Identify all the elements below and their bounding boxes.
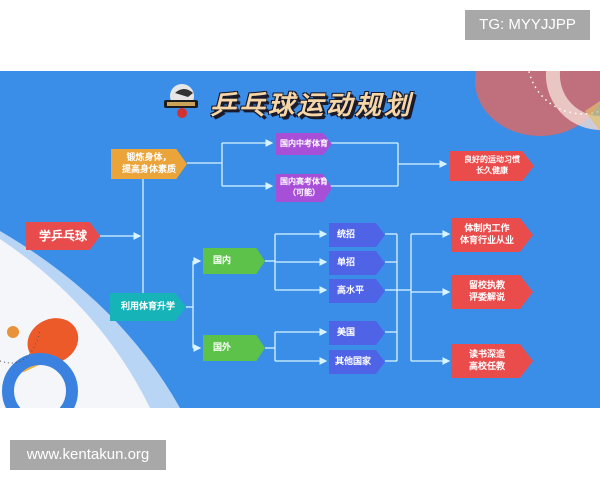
- node-career-1: 体制内工作 体育行业从业: [451, 218, 533, 252]
- node-habit-line1: 良好的运动习惯: [464, 155, 520, 165]
- node-danzhao-label: 单招: [337, 257, 356, 268]
- eagle-pingpong-logo-icon: [164, 84, 198, 118]
- watermark-bottom: www.kentakun.org: [10, 440, 166, 470]
- node-tongzhao: 统招: [329, 223, 385, 247]
- node-start-label: 学乒乓球: [38, 228, 87, 243]
- decoration-shapes: [0, 71, 600, 408]
- node-admission-label: 利用体育升学: [120, 301, 175, 312]
- diagram-canvas: 乒乓球运动规划: [0, 71, 600, 408]
- node-tongzhao-label: 统招: [337, 229, 356, 240]
- node-usa: 美国: [329, 321, 385, 345]
- node-zhongkao: 国内中考体育: [276, 133, 332, 155]
- node-start: 学乒乓球: [26, 222, 100, 250]
- node-career-3-line1: 读书深造: [468, 349, 505, 360]
- node-career-2-line2: 评委解说: [468, 293, 505, 303]
- diagram-title: 乒乓球运动规划: [210, 91, 414, 121]
- node-usa-label: 美国: [337, 327, 356, 338]
- node-gaokao-line1: 国内高考体育: [280, 177, 328, 187]
- node-gaoshuiping: 高水平: [329, 279, 385, 303]
- node-career-3: 读书深造 高校任教: [451, 344, 533, 378]
- node-gaokao: 国内高考体育 （可能）: [276, 174, 332, 202]
- node-abroad: 国外: [203, 335, 265, 361]
- node-zhongkao-label: 国内中考体育: [280, 138, 328, 148]
- node-habit-line2: 长久健康: [476, 166, 508, 175]
- watermark-top: TG: MYYJJPP: [465, 10, 590, 40]
- node-gaokao-line2: （可能）: [288, 188, 320, 197]
- node-danzhao: 单招: [329, 251, 385, 275]
- node-career-2-line1: 留校执教: [468, 280, 505, 291]
- node-admission: 利用体育升学: [110, 293, 186, 321]
- node-fitness-line1: 锻炼身体，: [126, 152, 172, 163]
- node-career-2: 留校执教 评委解说: [451, 275, 533, 309]
- node-fitness: 锻炼身体， 提高身体素质: [111, 149, 187, 179]
- connector-lines: [100, 139, 451, 365]
- node-domestic-label: 国内: [213, 255, 232, 266]
- node-abroad-label: 国外: [213, 342, 232, 353]
- node-gaoshuiping-label: 高水平: [337, 285, 365, 296]
- node-habit: 良好的运动习惯 长久健康: [450, 151, 534, 181]
- node-domestic: 国内: [203, 248, 265, 274]
- node-other-countries: 其他国家: [329, 350, 385, 374]
- node-career-1-line1: 体制内工作: [464, 223, 510, 234]
- node-career-1-line2: 体育行业从业: [459, 236, 514, 246]
- node-other-label: 其他国家: [335, 356, 372, 367]
- node-career-3-line2: 高校任教: [468, 362, 505, 372]
- node-fitness-line2: 提高身体素质: [121, 165, 176, 175]
